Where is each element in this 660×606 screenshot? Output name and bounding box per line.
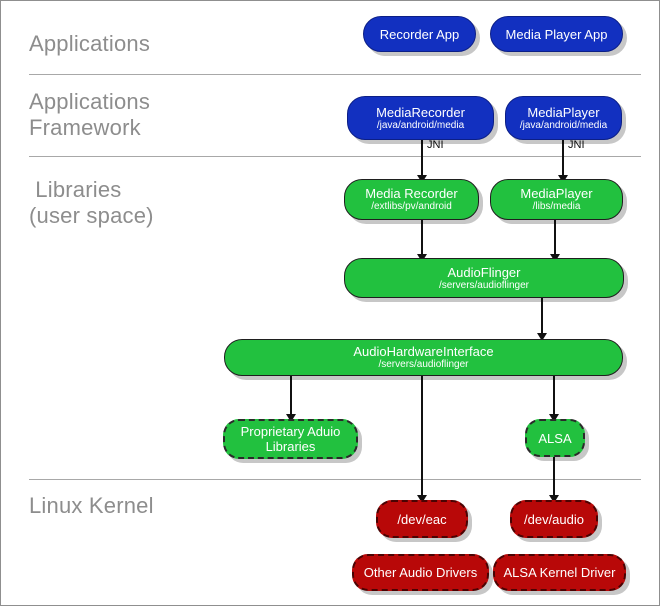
divider-applications: [29, 74, 641, 75]
node-proprietary-audio-libraries[interactable]: Proprietary Aduio Libraries: [223, 419, 358, 459]
connector-ahi-to-dev-eac: [421, 376, 423, 503]
node-other-audio-drivers[interactable]: Other Audio Drivers: [352, 554, 489, 591]
arrowhead-ahi-to-proprietary-libs: [286, 414, 296, 422]
node-alsa[interactable]: ALSA: [525, 419, 585, 457]
node-media-player-app[interactable]: Media Player App: [490, 16, 623, 52]
arrowhead-ahi-to-alsa: [549, 414, 559, 422]
node-proprietary-audio-libraries-subtitle: Libraries: [265, 439, 316, 454]
layer-label-libraries: Libraries (user space): [29, 177, 154, 228]
node-mediarecorder-framework[interactable]: MediaRecorder /java/android/media: [347, 96, 494, 140]
connector-audioflinger-to-audiohardwareinterface: [541, 298, 543, 340]
edge-label-jni-player: JNI: [568, 139, 585, 151]
node-mediaplayer-framework-subtitle: /java/android/media: [519, 119, 608, 131]
connector-mediaplayerlib-to-audioflinger: [554, 220, 556, 262]
node-other-audio-drivers-title: Other Audio Drivers: [363, 565, 478, 580]
node-mediarecorder-framework-subtitle: /java/android/media: [376, 119, 465, 131]
divider-applications-framework: [29, 156, 641, 157]
layer-label-applications-framework: Applications Framework: [29, 89, 151, 140]
node-recorder-app[interactable]: Recorder App: [363, 16, 476, 52]
node-dev-eac-title: /dev/eac: [397, 511, 447, 527]
layer-label-linux-kernel: Linux Kernel: [29, 493, 154, 518]
node-mediaplayer-lib-subtitle: /libs/media: [532, 201, 581, 212]
node-media-recorder-lib[interactable]: Media Recorder /extlibs/pv/android: [344, 179, 479, 220]
node-recorder-app-title: Recorder App: [379, 26, 460, 42]
divider-linux-kernel: [29, 479, 641, 480]
arrowhead-ahi-to-dev-eac: [417, 495, 427, 503]
node-media-player-app-title: Media Player App: [505, 26, 608, 42]
edge-label-jni-recorder: JNI: [427, 139, 444, 151]
node-media-recorder-lib-subtitle: /extlibs/pv/android: [371, 201, 452, 212]
node-audioflinger-subtitle: /servers/audioflinger: [438, 279, 530, 291]
node-mediaplayer-lib-title: MediaPlayer: [520, 186, 593, 201]
connector-mediarecorder-to-lib: [421, 140, 423, 183]
connector-mediaplayer-to-lib: [562, 140, 564, 183]
node-audiohardwareinterface-title: AudioHardwareInterface: [353, 344, 494, 359]
node-mediaplayer-framework-title: MediaPlayer: [527, 104, 600, 120]
node-mediarecorder-framework-title: MediaRecorder: [376, 104, 465, 120]
node-mediaplayer-framework[interactable]: MediaPlayer /java/android/media: [505, 96, 622, 140]
node-alsa-title: ALSA: [538, 430, 572, 446]
connector-mediarecorderlib-to-audioflinger: [421, 220, 423, 262]
node-dev-eac[interactable]: /dev/eac: [376, 500, 468, 538]
node-media-recorder-lib-title: Media Recorder: [365, 186, 458, 201]
node-dev-audio-title: /dev/audio: [524, 511, 584, 527]
connector-ahi-to-proprietary-libs: [290, 376, 292, 422]
connector-alsa-to-dev-audio: [553, 456, 555, 503]
node-audioflinger-title: AudioFlinger: [447, 264, 521, 280]
arrowhead-alsa-to-dev-audio: [549, 495, 559, 503]
node-audiohardwareinterface-subtitle: /servers/audioflinger: [378, 359, 469, 370]
node-audiohardwareinterface[interactable]: AudioHardwareInterface /servers/audiofli…: [224, 339, 623, 376]
node-alsa-kernel-driver[interactable]: ALSA Kernel Driver: [493, 554, 626, 591]
node-proprietary-audio-libraries-title: Proprietary Aduio: [240, 424, 341, 439]
layer-label-applications: Applications: [29, 31, 151, 56]
node-dev-audio[interactable]: /dev/audio: [510, 500, 598, 538]
connector-ahi-to-alsa: [553, 376, 555, 422]
node-audioflinger[interactable]: AudioFlinger /servers/audioflinger: [344, 258, 624, 298]
node-mediaplayer-lib[interactable]: MediaPlayer /libs/media: [490, 179, 623, 220]
arrowhead-audioflinger-to-audiohardwareinterface: [537, 333, 547, 341]
node-alsa-kernel-driver-title: ALSA Kernel Driver: [503, 565, 616, 580]
